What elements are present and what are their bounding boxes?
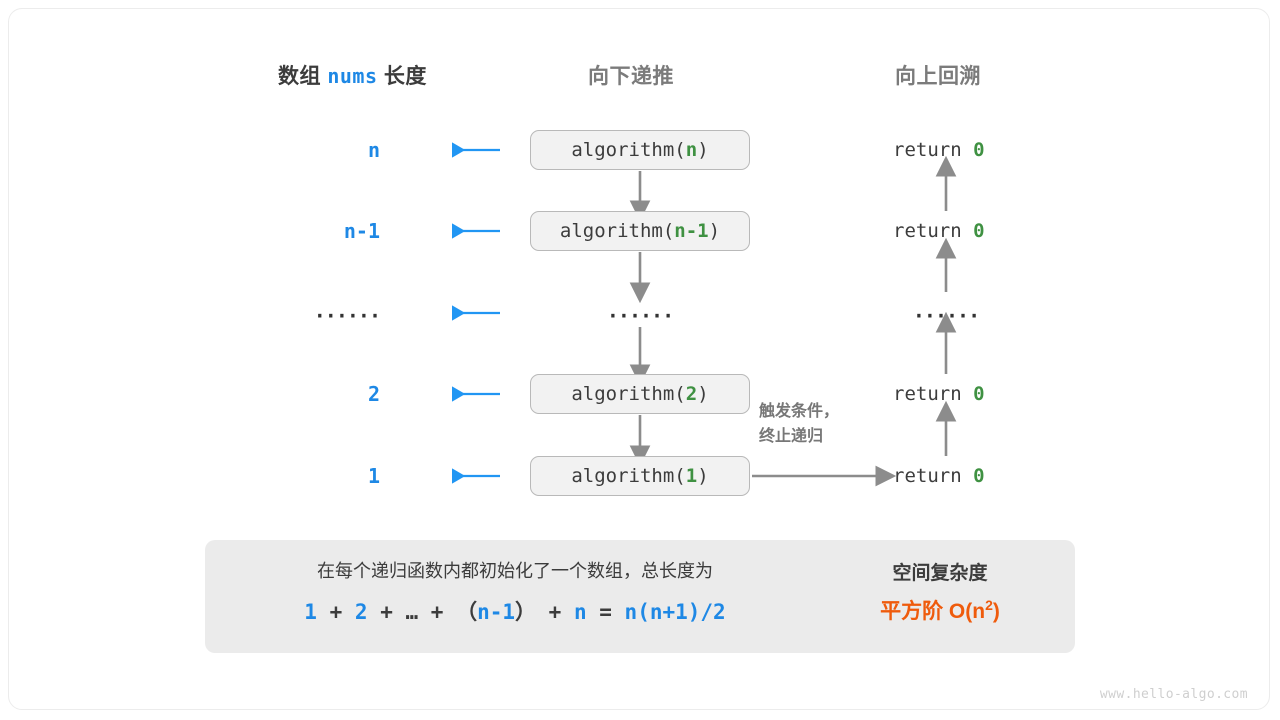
call-box-row-1: algorithm(n)	[530, 130, 750, 170]
return-row-1: return 0	[893, 139, 985, 161]
formula-token: n	[573, 600, 587, 624]
header-downward: 向下递推	[588, 65, 674, 88]
summary-formula: 1 + 2 + … + （n-1） + n = n(n+1)/2	[235, 596, 795, 626]
formula-token: （	[456, 600, 478, 624]
call-text-row-5: algorithm(1)	[571, 465, 709, 487]
return-ellipsis-row-3: ······	[912, 304, 980, 328]
formula-token: n-1	[477, 600, 516, 624]
summary-description: 在每个递归函数内都初始化了一个数组，总长度为	[317, 561, 713, 581]
formula-token: +	[367, 600, 406, 624]
length-value-row-5: 1	[367, 464, 380, 488]
termination-note: 触发条件， 终止递归	[759, 400, 839, 450]
summary-result-title: 空间复杂度	[892, 563, 988, 584]
return-row-4: return 0	[893, 383, 985, 405]
formula-token: 1	[304, 600, 317, 624]
header-array-length: 数组 nums 长度	[278, 60, 427, 90]
call-box-row-2: algorithm(n-1)	[530, 211, 750, 251]
watermark: www.hello-algo.com	[1099, 687, 1248, 702]
formula-token: ）	[515, 600, 537, 624]
call-box-row-5: algorithm(1)	[530, 456, 750, 496]
formula-token: +	[536, 600, 574, 624]
summary-panel: 在每个递归函数内都初始化了一个数组，总长度为 1 + 2 + … + （n-1）…	[205, 540, 1075, 653]
header-array-suffix: 长度	[383, 65, 427, 88]
length-value-row-4: 2	[367, 382, 380, 406]
formula-token: +	[316, 600, 355, 624]
length-value-row-1: n	[367, 138, 380, 162]
call-text-row-2: algorithm(n-1)	[559, 220, 721, 242]
length-value-row-2: n-1	[343, 219, 380, 243]
summary-result-value: 平方阶 O(n2)	[880, 597, 1000, 623]
termination-note-line-1: 触发条件，	[759, 403, 840, 420]
length-ellipsis-row-3: ······	[313, 304, 381, 328]
formula-token: n(n+1)/2	[624, 600, 726, 624]
summary-result: 空间复杂度 平方阶 O(n2)	[820, 558, 1060, 625]
call-text-row-4: algorithm(2)	[571, 383, 709, 405]
termination-note-line-2: 终止递归	[759, 427, 824, 445]
return-row-2: return 0	[893, 220, 985, 242]
formula-token: …	[405, 600, 419, 624]
formula-token: 2	[354, 600, 368, 624]
call-box-row-4: algorithm(2)	[530, 374, 750, 414]
formula-token: +	[418, 600, 457, 624]
formula-token: =	[586, 600, 625, 624]
call-ellipsis-row-3: ······	[606, 304, 674, 328]
header-array-prefix: 数组	[278, 65, 321, 88]
header-upward: 向上回溯	[895, 65, 981, 88]
call-text-row-1: algorithm(n)	[571, 139, 709, 161]
return-row-5: return 0	[893, 465, 985, 487]
header-array-code: nums	[327, 64, 378, 88]
